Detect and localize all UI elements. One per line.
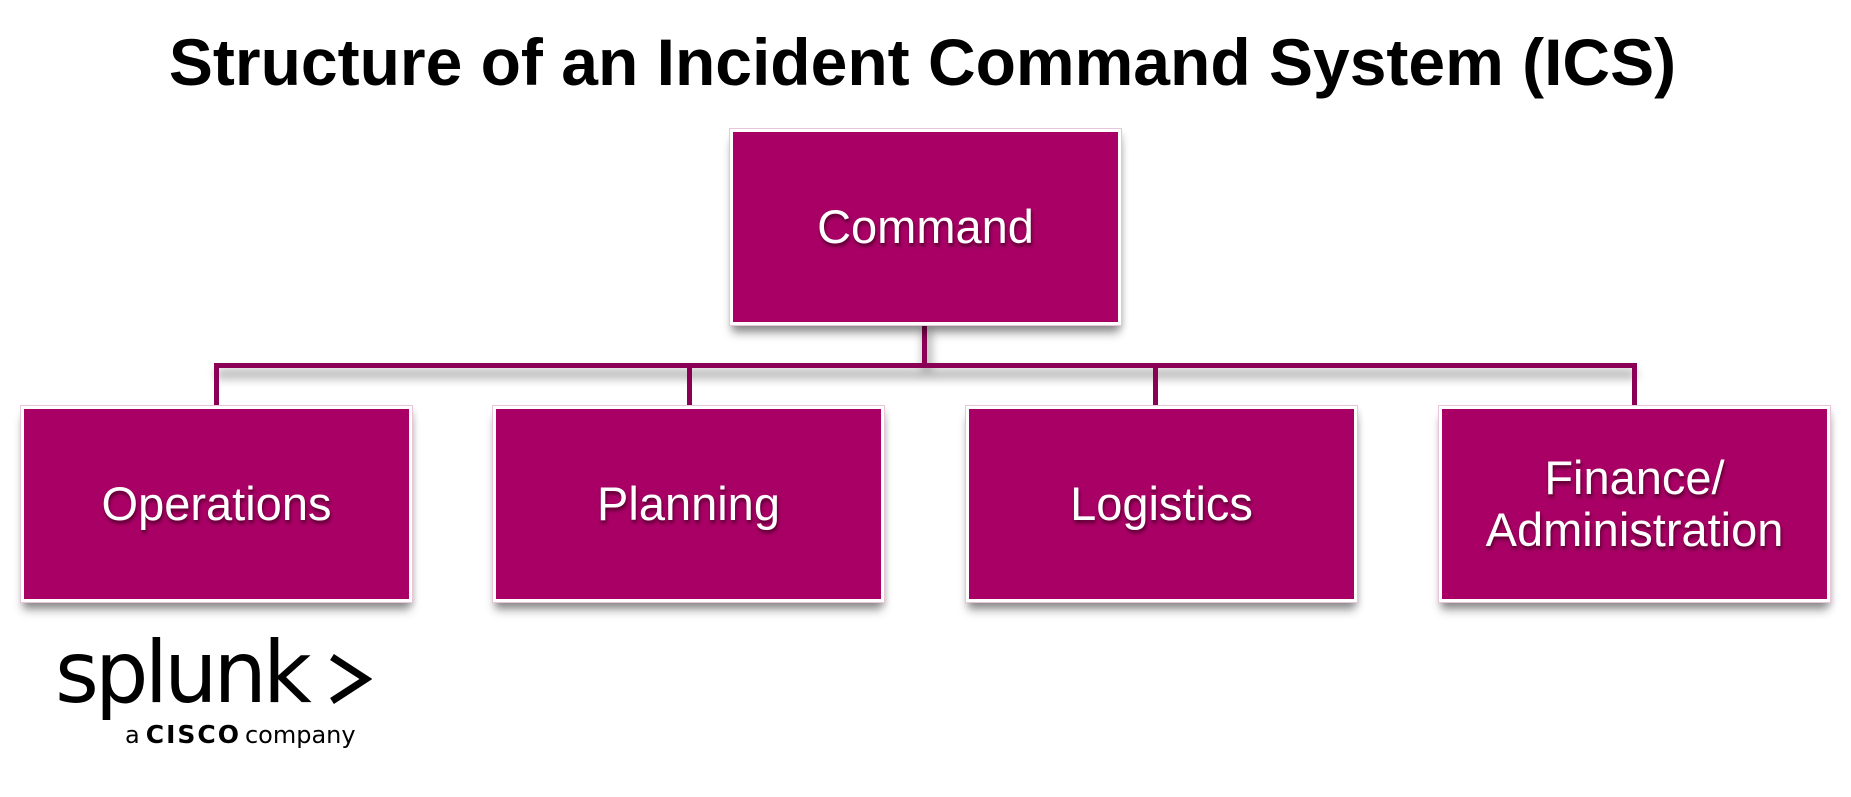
tagline-prefix: a [125, 721, 140, 749]
connector-bus [214, 363, 1637, 368]
chevron-right-icon [330, 654, 372, 704]
connector-shadow [216, 330, 1636, 378]
node-finance-administration: Finance/ Administration [1438, 405, 1831, 603]
connector-root-stem [922, 325, 927, 368]
cisco-wordmark: CISCO [145, 720, 241, 749]
node-finance-administration-label: Finance/ Administration [1485, 451, 1784, 556]
node-operations-label: Operations [101, 477, 332, 530]
connector-drop-logistics [1153, 363, 1158, 406]
node-command-label: Command [817, 200, 1034, 253]
node-command: Command [729, 128, 1122, 326]
diagram-title-text: Structure of an Incident Command System … [168, 25, 1677, 99]
connector-drop-operations [214, 363, 219, 406]
node-logistics-label: Logistics [1070, 477, 1253, 530]
node-logistics: Logistics [965, 405, 1358, 603]
splunk-wordmark: splunk [55, 623, 312, 723]
diagram-title: Structure of an Incident Command System … [0, 22, 1851, 102]
node-operations: Operations [20, 405, 413, 603]
node-planning: Planning [492, 405, 885, 603]
connector-drop-finance [1632, 363, 1637, 406]
connector-drop-planning [687, 363, 692, 406]
node-planning-label: Planning [597, 477, 780, 530]
tagline-suffix: company [244, 721, 356, 749]
